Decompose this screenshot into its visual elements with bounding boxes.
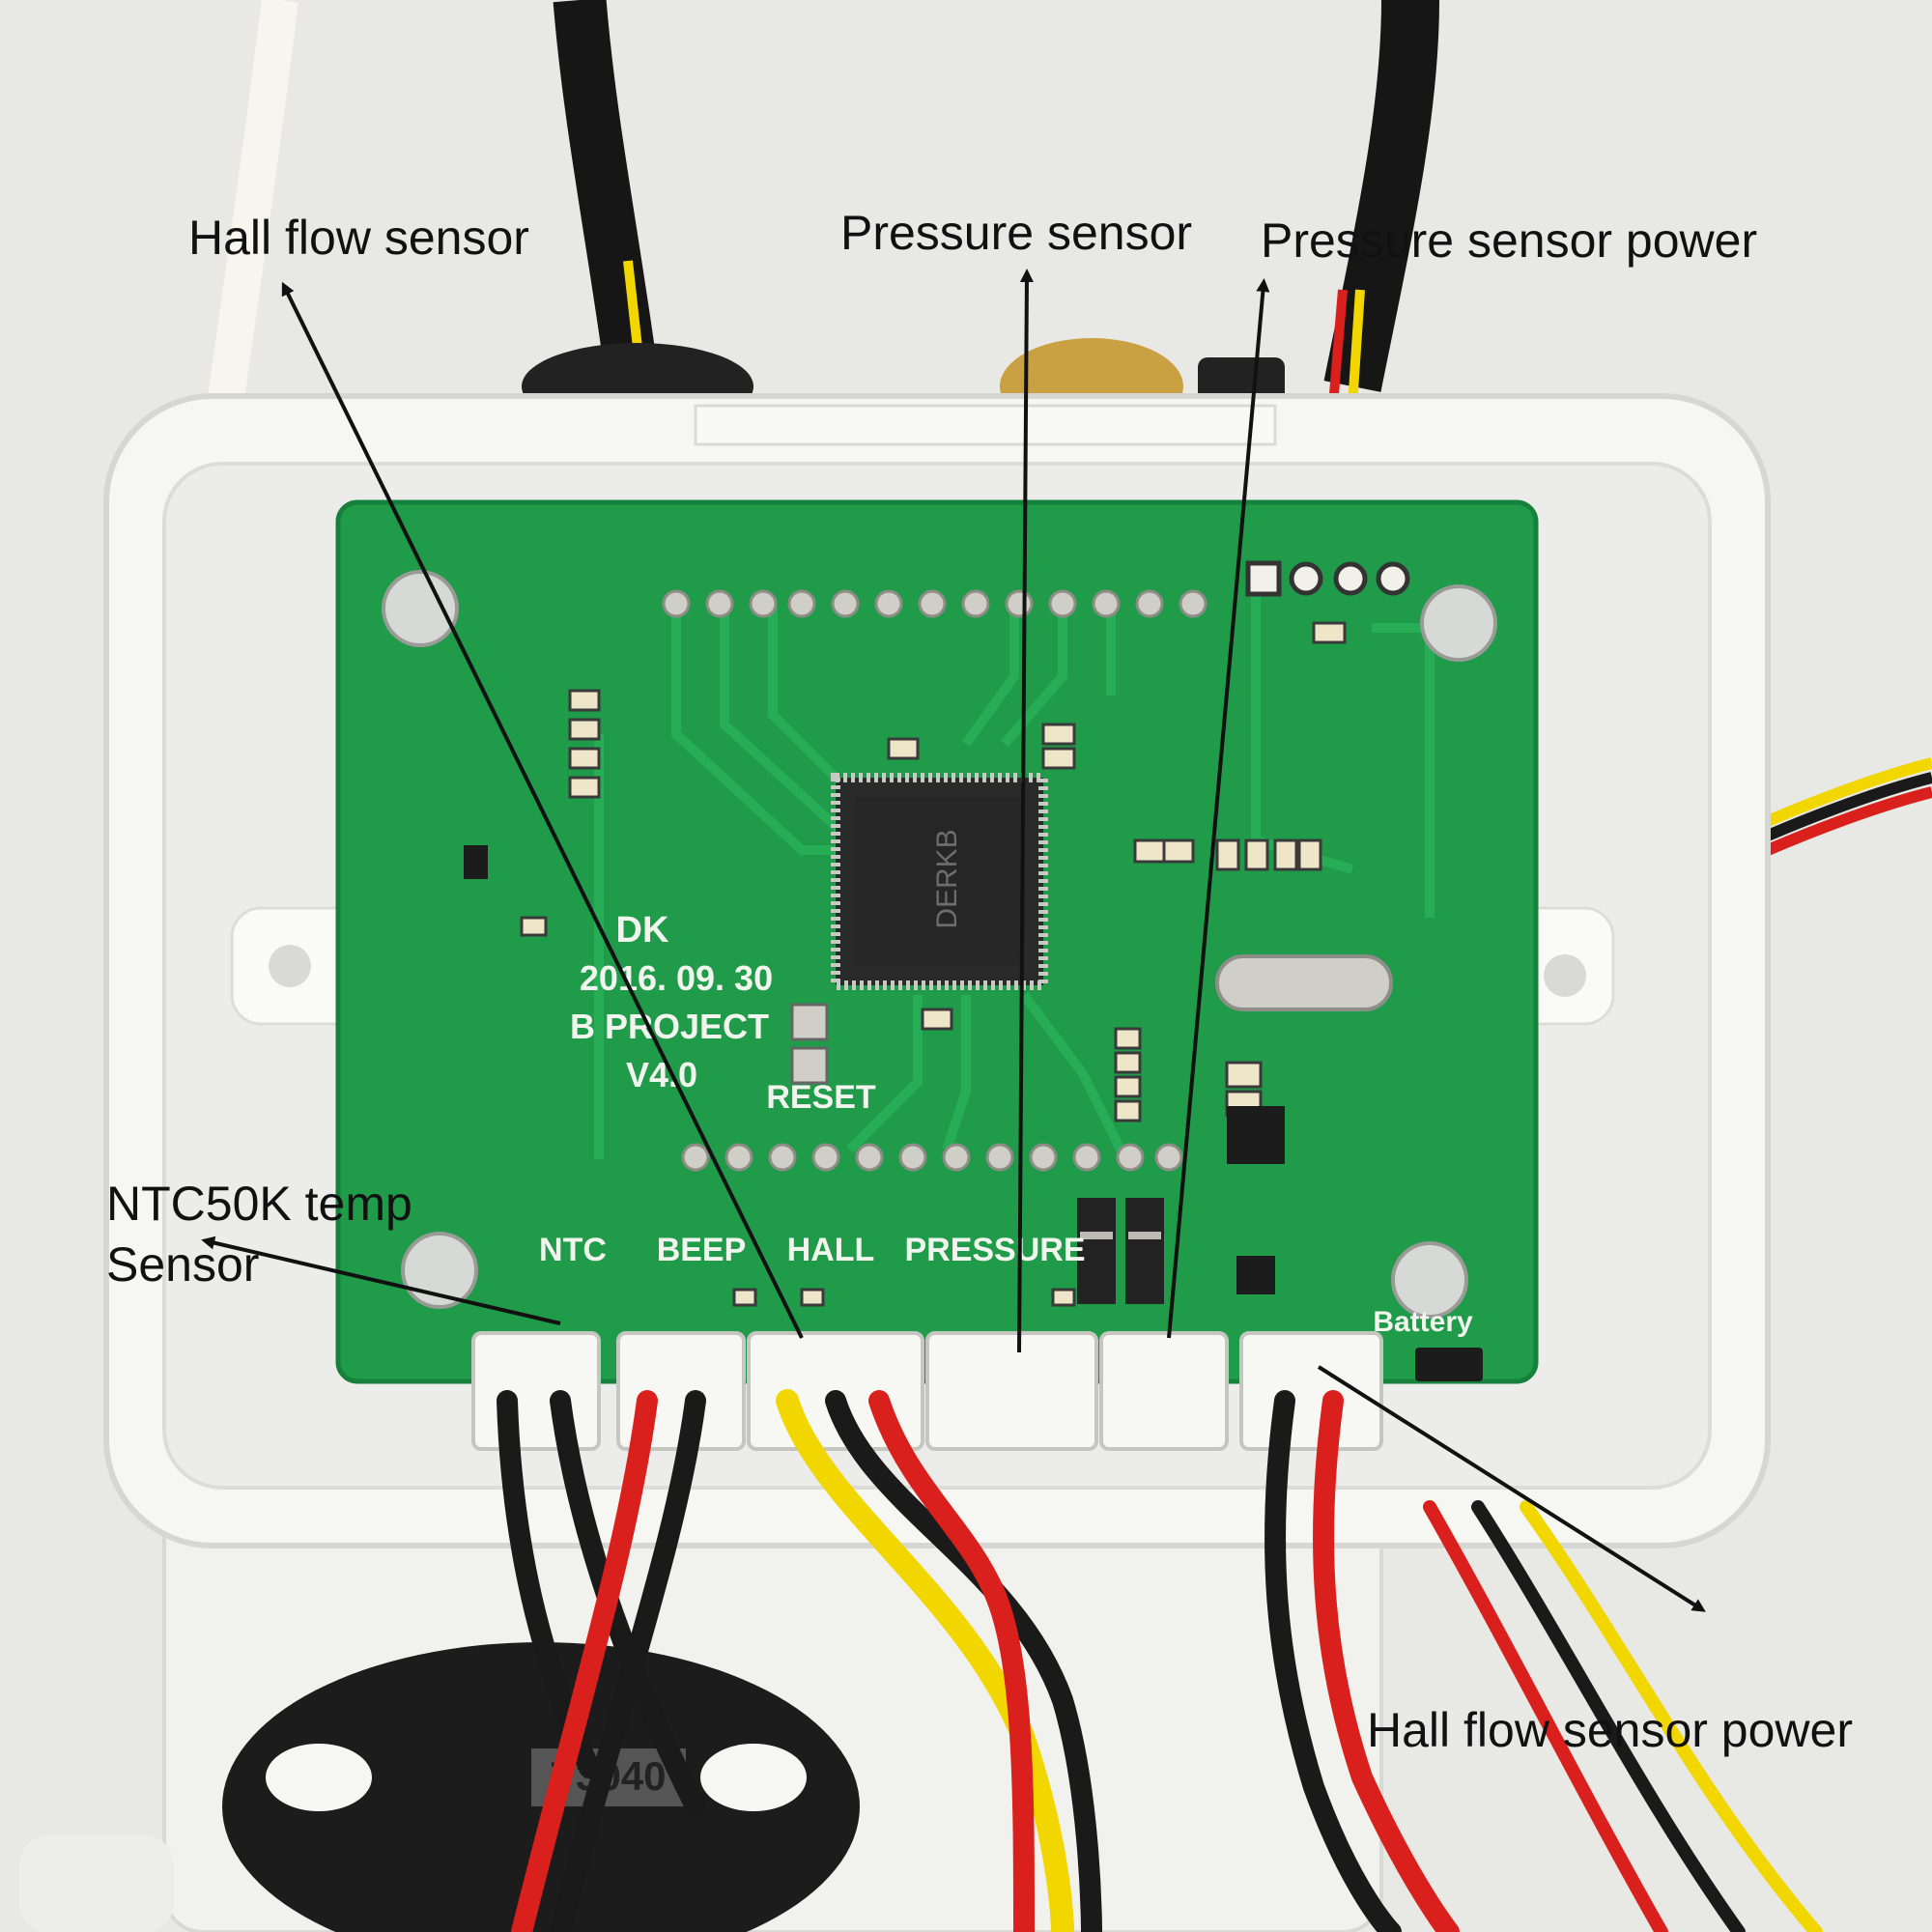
arrow-hall-flow-sensor [281,281,804,1339]
screw-top-right [1420,584,1497,662]
label-ntc-temp-sensor: NTC50K temp Sensor [106,1177,412,1292]
battery-holder [1415,1348,1483,1381]
version-silkscreen: V4.0 [626,1055,697,1094]
hall-silkscreen: HALL [787,1232,875,1268]
hall-power-connector [1239,1331,1383,1451]
bracket-tab [19,1835,174,1932]
pcb: DERKB [335,499,1539,1384]
arrow-pressure-sensor [1017,269,1034,1353]
screw-bottom-left [401,1232,478,1309]
arrow-hall-flow-sensor-power [1317,1365,1706,1612]
bottom-header-pins [681,1143,1183,1172]
label-hall-flow-sensor: Hall flow sensor [188,211,529,265]
label-pressure-sensor: Pressure sensor [840,206,1193,260]
battery-silkscreen: Battery [1373,1306,1473,1338]
ntc-silkscreen: NTC [539,1232,607,1268]
pressure-power-connector [1099,1331,1229,1451]
reset-silkscreen: RESET [766,1079,876,1116]
microcontroller-chip: DERKB [831,773,1048,990]
brand-silkscreen: DK [616,910,669,951]
annotation-arrows [201,269,1706,1612]
date-silkscreen: 2016. 09. 30 [580,958,773,998]
bottom-wires [497,1389,1823,1932]
right-wires [1765,757,1932,856]
transistors [464,845,1483,1381]
top-wires [204,0,1439,435]
screw-top-left [382,570,459,647]
pressure-silkscreen: PRESSURE [904,1232,1085,1268]
arrow-ntc-temp-sensor [201,1236,561,1325]
beep-silkscreen: BEEP [657,1232,747,1268]
project-silkscreen: B PROJECT [570,1007,769,1046]
pressure-connector [925,1331,1098,1451]
arrow-pressure-sensor-power [1167,278,1270,1339]
ntc-connector [471,1331,601,1451]
diodes [1077,1198,1164,1304]
crystal-oscillator [1215,954,1393,1011]
reset-pads [790,1003,829,1085]
label-pressure-sensor-power: Pressure sensor power [1261,213,1758,268]
four-pin-header [1245,560,1410,597]
screw-bottom-right [1391,1241,1468,1319]
label-hall-flow-sensor-power: Hall flow sensor power [1367,1703,1853,1757]
chip-marking: DERKB [931,829,963,928]
